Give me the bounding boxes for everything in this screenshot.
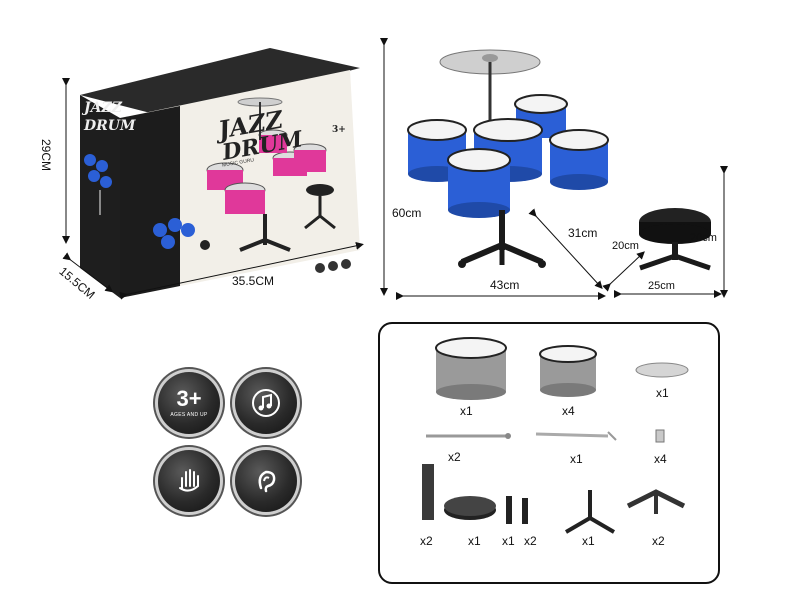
- part-qty-stool-seat: x1: [468, 534, 481, 548]
- parts-list-panel: x1 x4 x1 x2 x1 x4 x2 x1 x1 x2 x1 x2: [378, 322, 720, 584]
- hand-badge: [158, 450, 220, 512]
- stool-diameter-label: 20cm: [612, 240, 639, 252]
- product-box: JAZZ DRUM MUSIC GURU 3+ JAZZ DRUM: [60, 40, 380, 310]
- stool-width-label: 25cm: [648, 280, 675, 292]
- part-qty-drumsticks: x2: [448, 450, 461, 464]
- box-side-title-line1: JAZZ: [84, 100, 122, 116]
- box-width-label: 35.5CM: [232, 274, 275, 288]
- part-qty-bracket-b: x2: [524, 534, 537, 548]
- box-age-badge: 3+: [332, 125, 346, 135]
- age-badge: 3+ AGES AND UP: [158, 372, 220, 434]
- music-note-icon: [252, 389, 280, 417]
- part-qty-tripod: x1: [582, 534, 595, 548]
- parts-illustrations: [422, 337, 689, 534]
- product-box-illustration: [80, 48, 360, 298]
- drum-set-illustration: [407, 49, 711, 271]
- age-badge-number: 3+: [176, 386, 202, 411]
- ear-badge: [235, 450, 297, 512]
- set-height-label: 60cm: [392, 206, 422, 220]
- box-height-label: 29CM: [39, 138, 54, 172]
- stool-height-label: 20cm: [690, 232, 717, 244]
- ear-icon: [258, 470, 276, 493]
- part-qty-cymbal: x1: [656, 386, 669, 400]
- part-qty-bracket-a: x1: [502, 534, 515, 548]
- part-qty-large-drum: x1: [460, 404, 473, 418]
- box-side-title-line2: DRUM: [84, 118, 136, 134]
- hand-icon: [179, 469, 199, 492]
- part-qty-clamp: x4: [654, 452, 667, 466]
- age-badge-caption: AGES AND UP: [170, 412, 208, 418]
- part-qty-rod: x1: [570, 452, 583, 466]
- part-qty-tube: x2: [420, 534, 433, 548]
- part-qty-small-drum: x4: [562, 404, 575, 418]
- set-depth-label: 31cm: [568, 226, 598, 240]
- set-width-label: 43cm: [490, 278, 520, 292]
- music-note-badge: [235, 372, 297, 434]
- part-qty-stool-base: x2: [652, 534, 665, 548]
